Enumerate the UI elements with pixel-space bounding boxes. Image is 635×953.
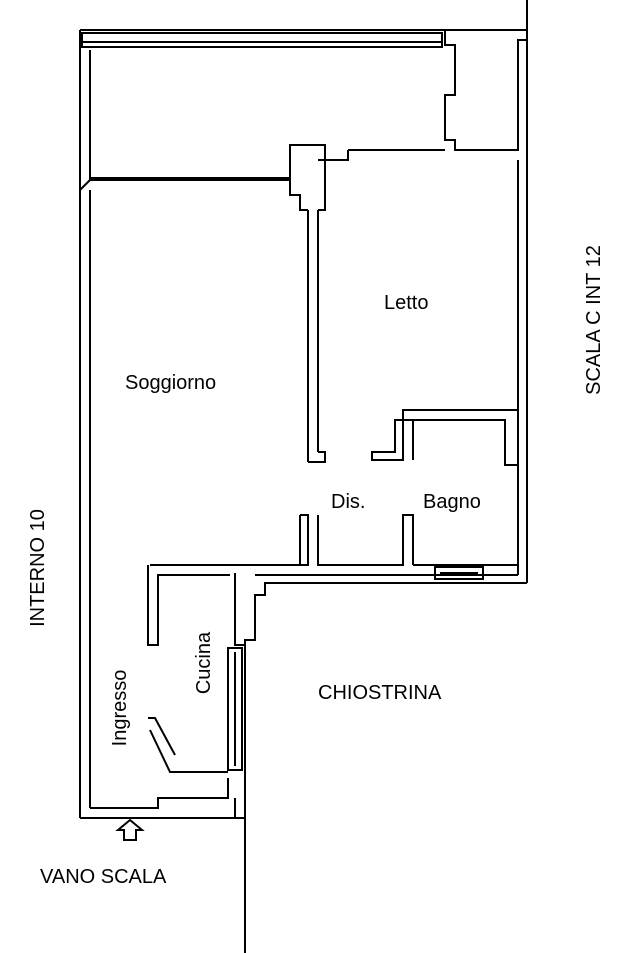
pillar — [318, 160, 325, 210]
bath-top-wall — [413, 410, 518, 465]
room-label-dis: Dis. — [331, 491, 366, 513]
bath-window — [435, 567, 483, 579]
kitchen-window — [228, 648, 242, 770]
room-label-bagno: Bagno — [423, 491, 481, 513]
kitchen-top-wall — [148, 565, 230, 645]
kitchen-diagonal-2 — [150, 730, 228, 772]
terrace-corner — [80, 180, 90, 190]
label-interno-10: INTERNO 10 — [27, 509, 49, 627]
bedroom-bottom-wall — [372, 410, 518, 460]
room-label-letto: Letto — [384, 292, 429, 314]
partition-end — [308, 452, 325, 462]
area-label-chiostrina: CHIOSTRINA — [318, 682, 442, 704]
outer-step — [245, 583, 527, 953]
entrance-arrow — [118, 820, 142, 840]
kitchen-outer — [235, 573, 245, 645]
room-label-ingresso: Ingresso — [109, 669, 131, 747]
top-right-block — [445, 30, 527, 150]
dis-left-wall — [150, 515, 308, 565]
room-label-soggiorno: Soggiorno — [125, 372, 217, 394]
dis-mid-wall — [318, 515, 413, 565]
kitchen-bottom — [90, 778, 228, 808]
label-scala-c-int-12: SCALA C INT 12 — [583, 245, 605, 395]
kitchen-diagonal — [148, 718, 175, 755]
room-label-cucina: Cucina — [193, 631, 215, 695]
balcony-rail — [82, 33, 442, 47]
label-vano-scala: VANO SCALA — [40, 866, 167, 888]
bedroom-top-wall — [290, 145, 348, 210]
